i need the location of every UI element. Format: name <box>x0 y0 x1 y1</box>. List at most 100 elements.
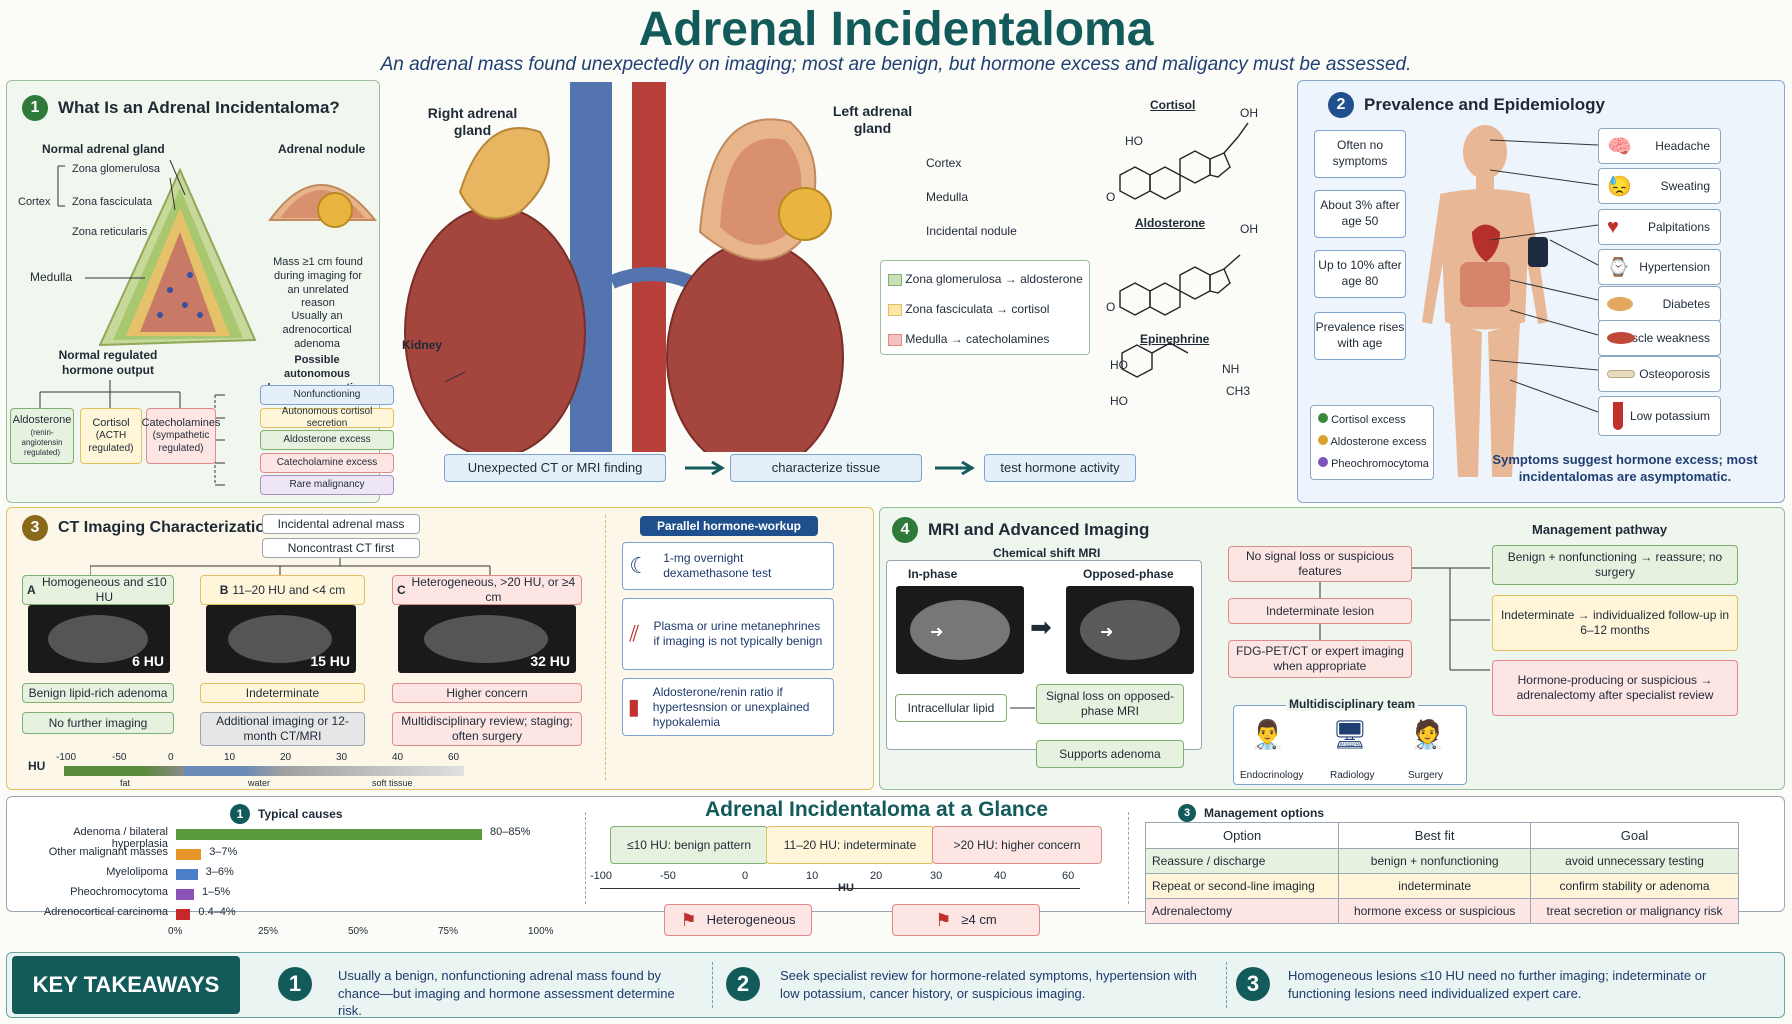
ct-a1: Benign lipid-rich adenoma <box>22 683 174 703</box>
causes-title-text: Typical causes <box>258 807 343 821</box>
hu-scale-bar <box>64 766 464 776</box>
parallel-title: Parallel hormone-workup <box>640 516 818 536</box>
zr-label: Zona reticularis <box>72 226 148 238</box>
anat-nodule-label: Incidental nodule <box>926 224 1017 238</box>
test-dexamethasone-text: 1-mg overnight dexamethasone test <box>663 551 772 580</box>
fact-no-symptoms: Often no symptoms <box>1314 130 1406 178</box>
symptom-diabetes: Diabetes <box>1598 286 1721 322</box>
molecule-aldosterone-name: Aldosterone <box>1135 216 1206 230</box>
moon-icon: ☾ <box>629 553 649 579</box>
hu-tick: 40 <box>392 752 404 763</box>
table-cell: confirm stability or adenoma <box>1530 873 1739 899</box>
page-subtitle: An adrenal mass found unexpectedly on im… <box>380 54 1412 75</box>
ct-a-letter: A <box>27 582 36 597</box>
cat-sub: (sympathetic regulated) <box>152 430 210 454</box>
flag-heterogeneous-text: Heterogeneous <box>706 911 796 927</box>
table-cell: indeterminate <box>1338 873 1532 899</box>
heart-icon: ♥ <box>1607 215 1619 238</box>
glance-tick: 10 <box>806 870 819 882</box>
ct-b-letter: B <box>219 582 229 597</box>
panel3-title-text: CT Imaging Characterization <box>58 519 275 536</box>
axis-tick: 25% <box>258 926 279 937</box>
axis-tick: 0% <box>168 926 183 937</box>
bone-icon <box>1607 370 1635 378</box>
cort-sub: (ACTH regulated) <box>88 430 134 454</box>
mp-title: Management pathway <box>1532 522 1668 537</box>
epi-nh: NH <box>1222 362 1240 376</box>
th-goal: Goal <box>1530 822 1739 849</box>
aldo-sub: (renin-angiotensin regulated) <box>21 427 63 457</box>
zone-indeterminate: 11–20 HU: indeterminate <box>766 826 934 864</box>
glance-tick: -50 <box>660 870 676 882</box>
inphase-label: In-phase <box>908 567 958 581</box>
panel1-number: 1 <box>22 95 48 121</box>
aldo-label: Aldosterone <box>12 414 72 427</box>
hu-water: water <box>248 778 271 788</box>
ct-a-head-text: Homogeneous and ≤10 HU <box>41 575 167 604</box>
signal-box: Signal loss on opposed-phase MRI <box>1036 684 1184 724</box>
takeaways-title: KEY TAKEAWAYS <box>12 956 240 1014</box>
ct-b1: Indeterminate <box>200 683 365 703</box>
panel2-title-text: Prevalence and Epidemiology <box>1364 95 1605 114</box>
axis-tick: 50% <box>348 926 369 937</box>
panel1-title-text: What Is an Adrenal Incidentaloma? <box>58 98 340 117</box>
mp-benign: Benign + nonfunctioning → reassure; no s… <box>1492 545 1738 585</box>
ct-scan-a: 6 HU <box>28 605 170 673</box>
cortisol-box: Cortisol(ACTH regulated) <box>80 408 142 464</box>
sweating-text: Sweating <box>1660 179 1710 193</box>
legend-med-text: Medulla → catecholamines <box>905 332 1050 346</box>
ct-a2: No further imaging <box>22 712 174 734</box>
glance-divider-2 <box>1128 812 1129 904</box>
panel4-title-text: MRI and Advanced Imaging <box>928 520 1150 539</box>
test-dexamethasone: ☾ 1-mg overnight dexamethasone test <box>622 542 834 590</box>
legend-cortisol: Cortisol excess <box>1318 413 1406 426</box>
takeaway-3-number: 3 <box>1236 967 1270 1001</box>
kt-divider-1 <box>712 962 713 1008</box>
symptom-headache: 🧠Headache <box>1598 128 1721 164</box>
opt-catecholamine: Catecholamine excess <box>260 453 394 473</box>
cause-value: 0.4–4% <box>198 906 236 918</box>
legend-cortisol-text: Cortisol excess <box>1331 414 1406 426</box>
test-tube-icon: ▮ <box>627 694 640 720</box>
glance-tick: 40 <box>994 870 1007 882</box>
chemical-shift-label: Chemical shift MRI <box>993 546 1101 560</box>
symptom-lines <box>1490 139 1599 413</box>
legend-med: Medulla → catecholamines <box>888 332 1049 346</box>
nosignal-box: No signal loss or suspicious features <box>1228 546 1412 582</box>
ct-scan-c: 32 HU <box>398 605 576 673</box>
symptom-sweating: 😓Sweating <box>1598 168 1721 204</box>
takeaway-3: Homogeneous lesions ≤10 HU need no furth… <box>1288 968 1707 1001</box>
glance-tick: 30 <box>930 870 943 882</box>
fact-age-80: Up to 10% after age 80 <box>1314 250 1406 298</box>
mri-pathway-lines <box>1010 567 1490 709</box>
usually-text: Usually an adrenocortical adenoma <box>282 310 352 350</box>
aldo-box: Aldosterone(renin-angiotensin regulated) <box>10 408 74 464</box>
table-cell: benign + nonfunctioning <box>1338 848 1532 874</box>
opt-nonfunctioning: Nonfunctioning <box>260 385 394 405</box>
legend-zg: Zona glomerulosa → aldosterone <box>888 272 1083 286</box>
molecule-epinephrine-name: Epinephrine <box>1140 332 1210 346</box>
fdg-box: FDG-PET/CT or expert imaging when approp… <box>1228 640 1412 678</box>
cause-value: 80–85% <box>490 826 531 838</box>
hu-scale-label: HU <box>28 759 46 773</box>
aldo-o: O <box>1106 300 1116 314</box>
ct-b2: Additional imaging or 12-month CT/MRI <box>200 712 365 746</box>
opposed-label: Opposed-phase <box>1083 567 1174 581</box>
takeaway-1: Usually a benign, nonfunctioning adrenal… <box>338 968 675 1019</box>
panel4-number: 4 <box>892 517 918 543</box>
symptom-palpitations: ♥Palpitations <box>1598 209 1721 245</box>
cause-label: Adrenocortical carcinoma <box>43 906 168 918</box>
bp-cuff-icon: ⌚ <box>1607 256 1630 277</box>
hu-tick: 60 <box>448 752 460 763</box>
hu-tick: -50 <box>112 752 127 763</box>
normal-gland-title: Normal adrenal gland <box>42 142 165 156</box>
hu-tick: 10 <box>224 752 236 763</box>
symptom-muscle: Muscle weakness <box>1598 320 1721 356</box>
blood-tubes-icon: ⫽ <box>629 621 640 647</box>
ct-c2: Multidisciplinary review; staging; often… <box>392 712 582 746</box>
flag-icon-2: ⚑ <box>935 909 952 930</box>
hu-tick: 30 <box>336 752 348 763</box>
